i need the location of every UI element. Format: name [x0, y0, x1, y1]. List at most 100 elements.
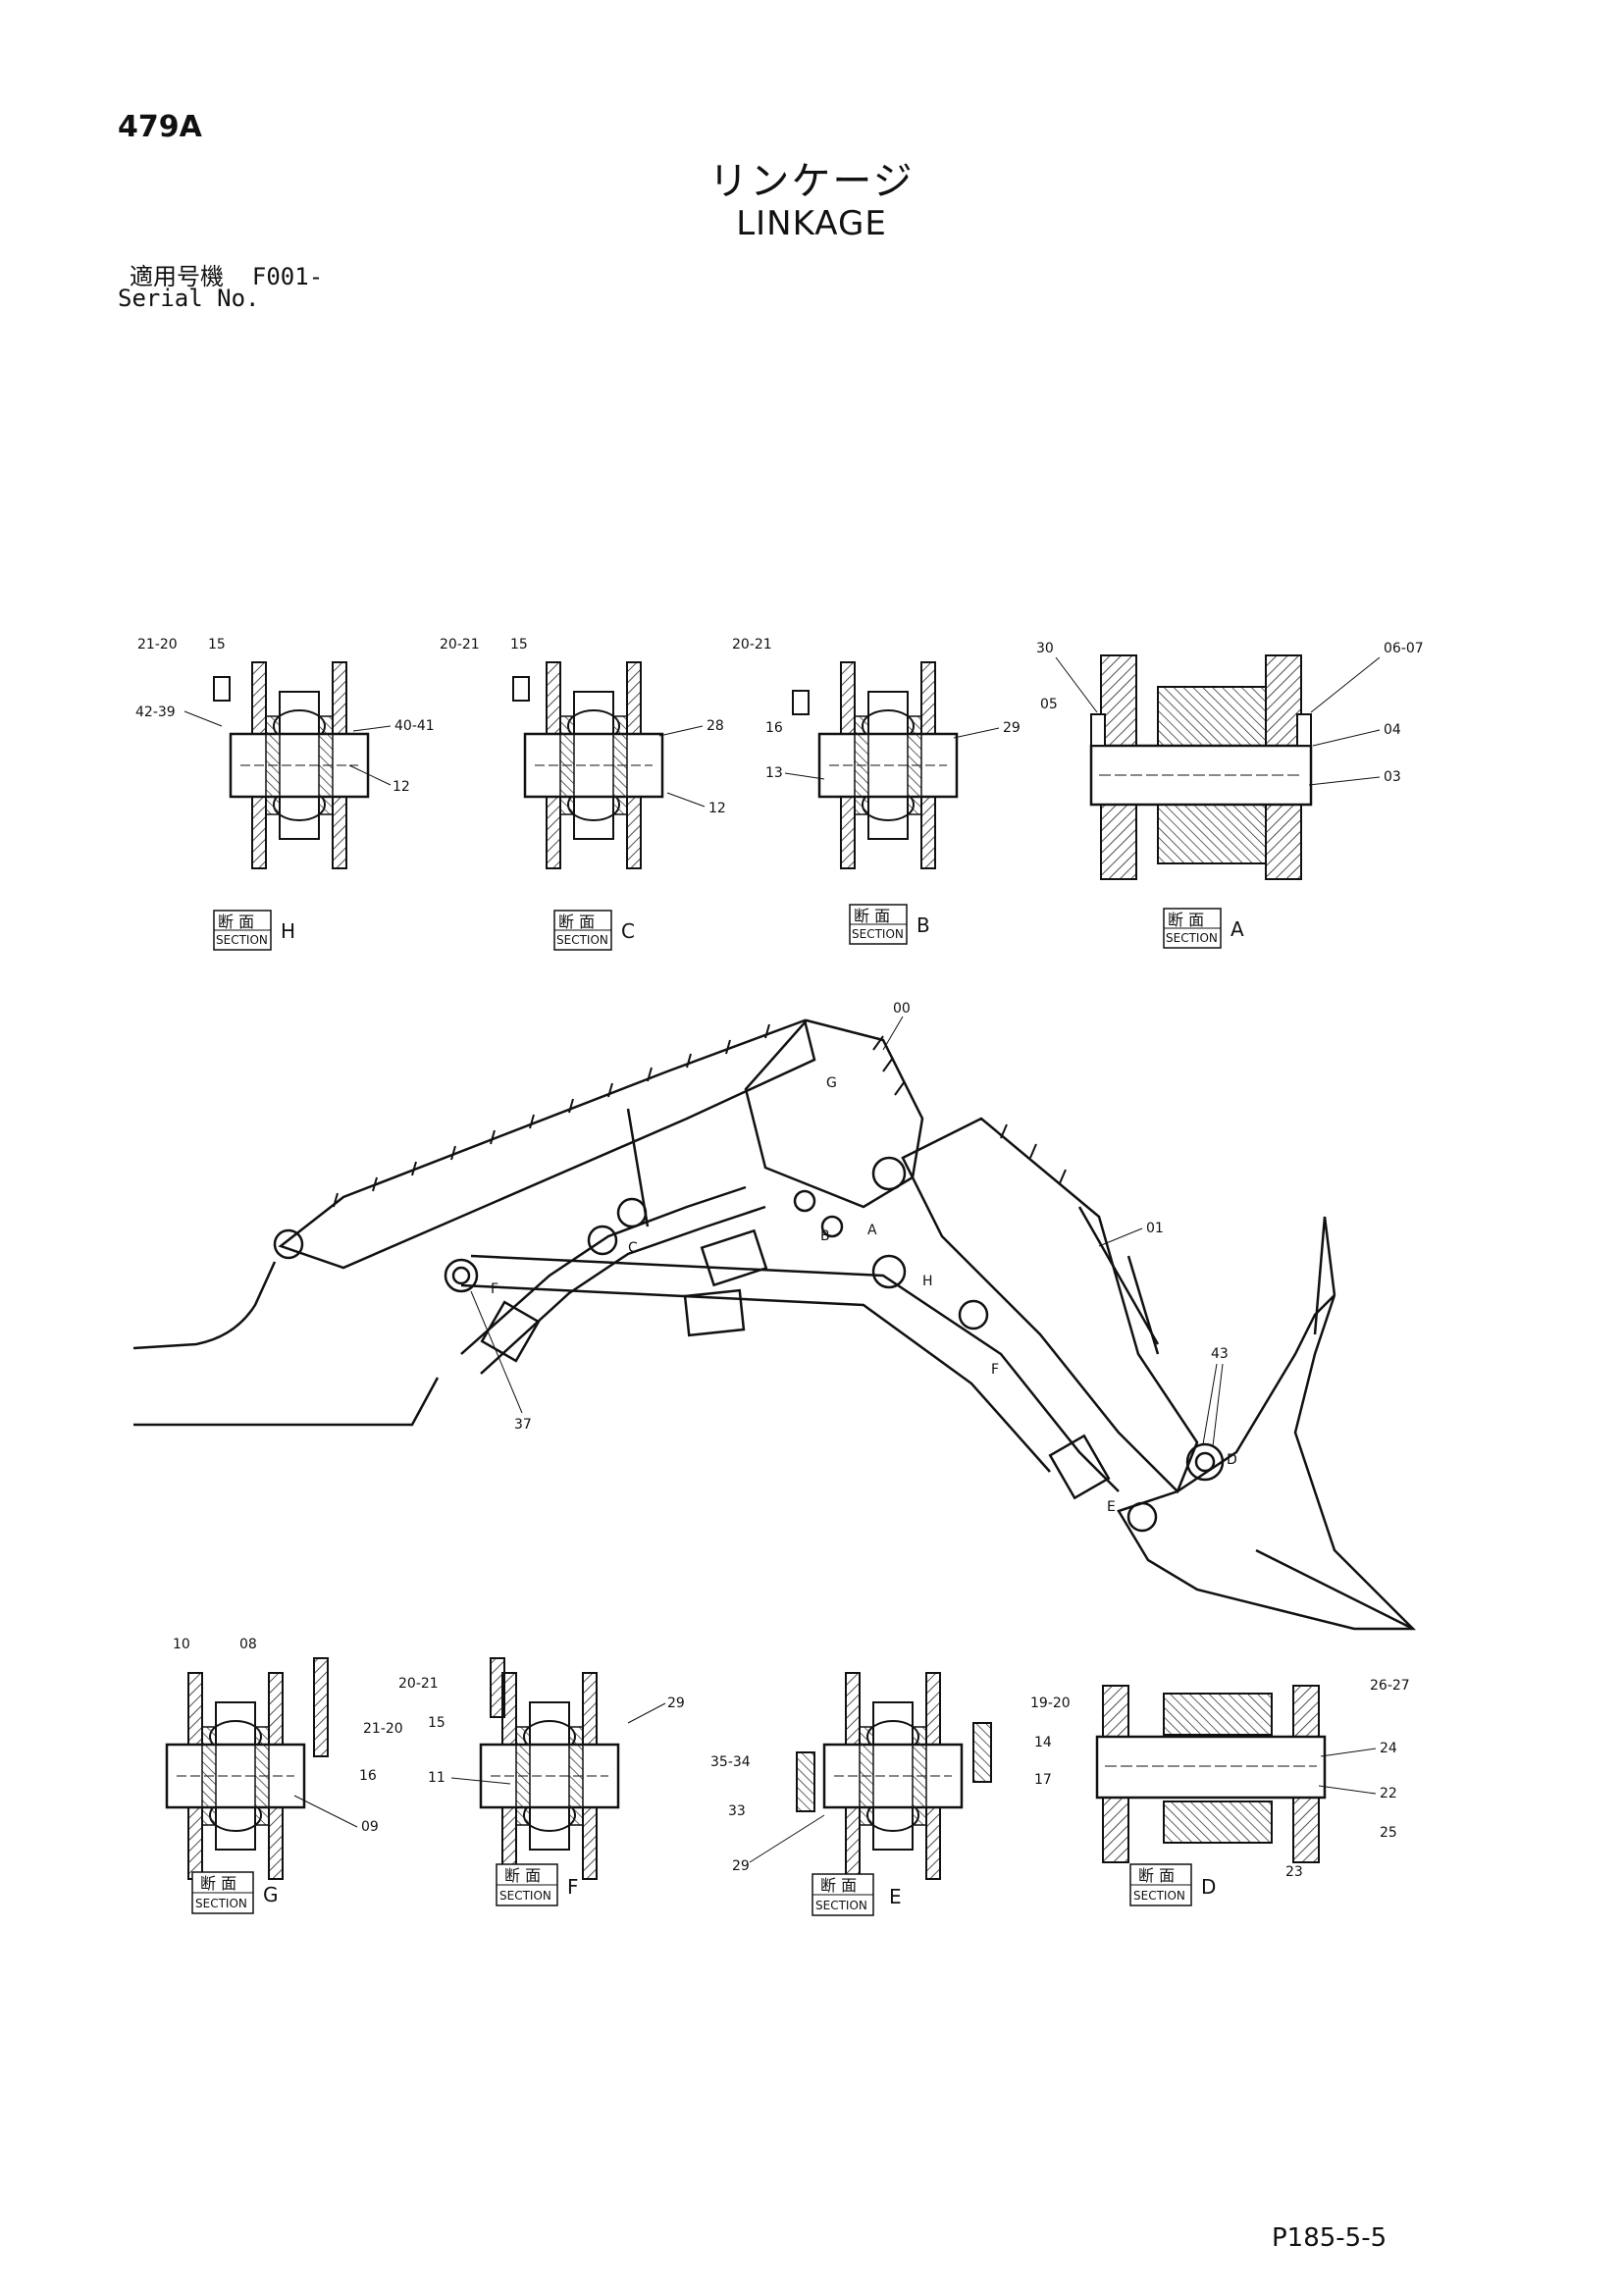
- section-f-drawing: [479, 1657, 620, 1881]
- section-label-e: 断 面 SECTION E: [812, 1873, 902, 1916]
- callout-c-12: 12: [708, 801, 726, 816]
- section-h-label-en: SECTION: [216, 933, 268, 947]
- section-c-label-en: SECTION: [556, 933, 608, 947]
- callout-a-05: 05: [1040, 697, 1058, 712]
- callout-e-35-34: 35-34: [710, 1754, 751, 1770]
- serial-label-jp: 適用号機: [130, 263, 224, 290]
- section-h-letter: H: [281, 919, 295, 943]
- section-f-label-jp: 断 面: [504, 1866, 541, 1885]
- callout-marker-f2: F: [991, 1362, 999, 1378]
- linkage-main-view: [132, 1018, 1417, 1631]
- section-d-label-en: SECTION: [1133, 1889, 1185, 1903]
- section-c-label-jp: 断 面: [558, 913, 595, 931]
- section-d-label-jp: 断 面: [1138, 1866, 1175, 1885]
- callout-marker-a: A: [867, 1223, 877, 1238]
- title-english: LINKAGE: [736, 204, 887, 243]
- section-e-label-jp: 断 面: [820, 1876, 857, 1895]
- section-c-letter: C: [621, 919, 635, 943]
- callout-e-29: 29: [732, 1858, 750, 1874]
- callout-f-29: 29: [667, 1696, 685, 1711]
- section-f-callouts: 20-21 15 29 11: [398, 1676, 685, 1786]
- callout-b-13: 13: [765, 765, 783, 781]
- callout-d-22: 22: [1380, 1786, 1397, 1801]
- section-label-h: 断 面 SECTION H: [213, 910, 295, 951]
- callout-marker-e: E: [1107, 1499, 1116, 1515]
- callout-d-26-27: 26-27: [1370, 1678, 1410, 1694]
- callout-g-08: 08: [239, 1637, 257, 1652]
- section-label-c: 断 面 SECTION C: [553, 910, 635, 951]
- page-reference: P185-5-5: [1272, 2223, 1387, 2253]
- section-label-d: 断 面 SECTION D: [1129, 1863, 1216, 1906]
- section-e-drawing: [796, 1671, 992, 1881]
- callout-a-04: 04: [1384, 722, 1401, 738]
- section-a-callouts: 30 05 06-07 04 03: [1036, 641, 1424, 786]
- section-d-callouts: 26-27 24 22 25 23: [1285, 1678, 1410, 1880]
- callout-e-17: 17: [1034, 1772, 1052, 1788]
- main-view-callouts: 00 01 37 43 G B A C H E F F D: [470, 1001, 1237, 1515]
- section-a-drawing: [1089, 654, 1313, 880]
- section-c-callouts: 20-21 15 28 12: [440, 637, 726, 816]
- section-d-letter: D: [1201, 1875, 1216, 1899]
- callout-g-09: 09: [361, 1819, 379, 1835]
- section-label-a: 断 面 SECTION A: [1163, 908, 1244, 949]
- callout-e-33: 33: [728, 1803, 746, 1819]
- callout-a-03: 03: [1384, 769, 1401, 785]
- callout-f-20-21: 20-21: [398, 1676, 439, 1692]
- section-f-letter: F: [567, 1875, 579, 1899]
- callout-marker-g: G: [826, 1075, 837, 1091]
- section-a-letter: A: [1230, 917, 1244, 941]
- callout-marker-d: D: [1227, 1452, 1237, 1468]
- callout-d-24: 24: [1380, 1741, 1397, 1756]
- serial-label-english: Serial No.: [118, 285, 260, 312]
- section-a-label-en: SECTION: [1166, 931, 1218, 945]
- section-h-callouts: 21-20 15 42-39 40-41 12: [135, 637, 435, 795]
- section-g-label-en: SECTION: [195, 1897, 247, 1910]
- callout-f-11: 11: [428, 1770, 445, 1786]
- serial-value: F001-: [251, 263, 324, 290]
- title-japanese: リンケージ: [708, 159, 915, 204]
- section-b-drawing: [792, 660, 959, 870]
- section-label-f: 断 面 SECTION F: [496, 1863, 579, 1906]
- section-f-label-en: SECTION: [499, 1889, 551, 1903]
- section-a-label-jp: 断 面: [1168, 911, 1204, 929]
- callout-marker-h: H: [922, 1274, 933, 1289]
- callout-b-20-21: 20-21: [732, 637, 772, 652]
- section-e-letter: E: [889, 1885, 902, 1908]
- section-e-callouts: 19-20 14 35-34 33 17 29: [710, 1696, 1071, 1874]
- callout-01: 01: [1146, 1221, 1164, 1236]
- callout-b-16: 16: [765, 720, 783, 736]
- callout-h-15: 15: [208, 637, 226, 652]
- callout-e-19-20: 19-20: [1030, 1696, 1071, 1711]
- callout-a-06-07: 06-07: [1384, 641, 1424, 656]
- section-b-letter: B: [916, 913, 930, 937]
- callout-f-15: 15: [428, 1715, 445, 1731]
- callout-g-21-20: 21-20: [363, 1721, 403, 1737]
- section-d-drawing: [1095, 1685, 1327, 1863]
- section-c-drawing: [512, 660, 664, 870]
- section-h-label-jp: 断 面: [218, 913, 254, 931]
- callout-00: 00: [893, 1001, 911, 1017]
- callout-43: 43: [1211, 1346, 1229, 1362]
- page-number: 479A: [118, 110, 202, 144]
- section-h-drawing: [213, 660, 370, 870]
- callout-37: 37: [514, 1417, 532, 1433]
- callout-h-42-39: 42-39: [135, 704, 176, 720]
- callout-marker-c: C: [628, 1240, 638, 1256]
- section-label-b: 断 面 SECTION B: [849, 904, 930, 945]
- callout-g-10: 10: [173, 1637, 190, 1652]
- section-label-g: 断 面 SECTION G: [191, 1871, 279, 1914]
- callout-d-25: 25: [1380, 1825, 1397, 1841]
- callout-c-15: 15: [510, 637, 528, 652]
- section-g-label-jp: 断 面: [200, 1874, 236, 1893]
- callout-b-29: 29: [1003, 720, 1021, 736]
- section-b-label-jp: 断 面: [854, 907, 890, 925]
- callout-h-40-41: 40-41: [394, 718, 435, 734]
- callout-c-28: 28: [707, 718, 724, 734]
- callout-h-21-20: 21-20: [137, 637, 178, 652]
- section-g-letter: G: [263, 1883, 279, 1906]
- section-e-label-en: SECTION: [815, 1899, 867, 1912]
- serial-label-japanese: 適用号機 F001-: [130, 257, 323, 291]
- callout-h-12: 12: [393, 779, 410, 795]
- section-g-callouts: 10 08 21-20 16 09: [173, 1637, 403, 1835]
